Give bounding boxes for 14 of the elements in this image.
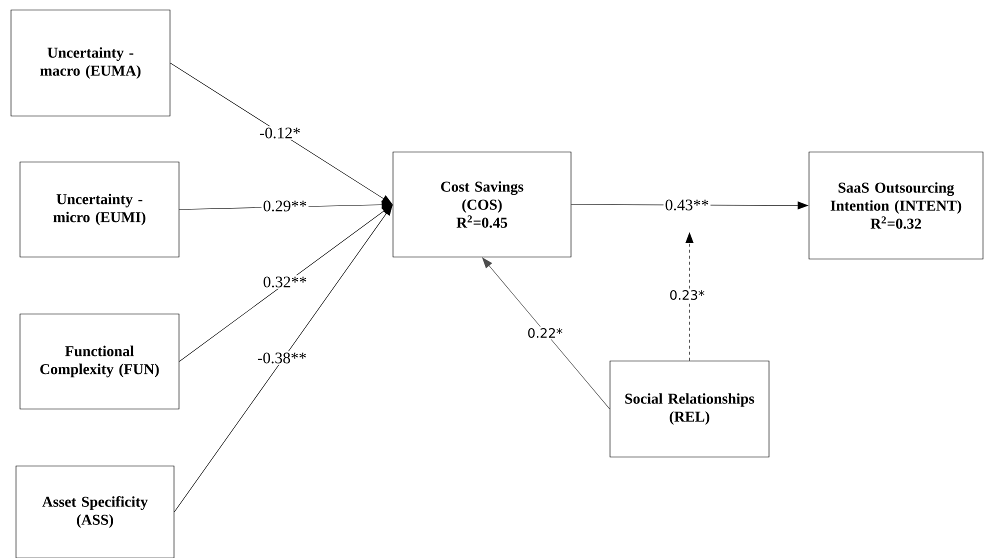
construct-box: Social Relationships (REL) [610,360,770,458]
construct-box: SaaS Outsourcing Intention (INTENT) R$^{2}$=0.32 [808,152,984,260]
construct-box: Uncertainty - micro (EUMI) [20,162,180,258]
edge-label: -0.12* [258,126,302,140]
edge-label: -0.38** [256,351,308,365]
construct-box: Asset Specificity (ASS) [16,466,174,558]
edge-label: 0.43** [664,198,710,212]
construct-box: Cost Savings (COS) R$^{2}$=0.45 [392,152,572,258]
edge-label: 0.23* [668,288,706,302]
edge-label: 0.22* [526,326,564,340]
edge-label: 0.32** [262,275,308,289]
construct-box: Functional Complexity (FUN) [20,314,180,410]
edge-label: 0.29** [262,199,308,213]
construct-box: Uncertainty - macro (EUMA) [10,10,170,116]
